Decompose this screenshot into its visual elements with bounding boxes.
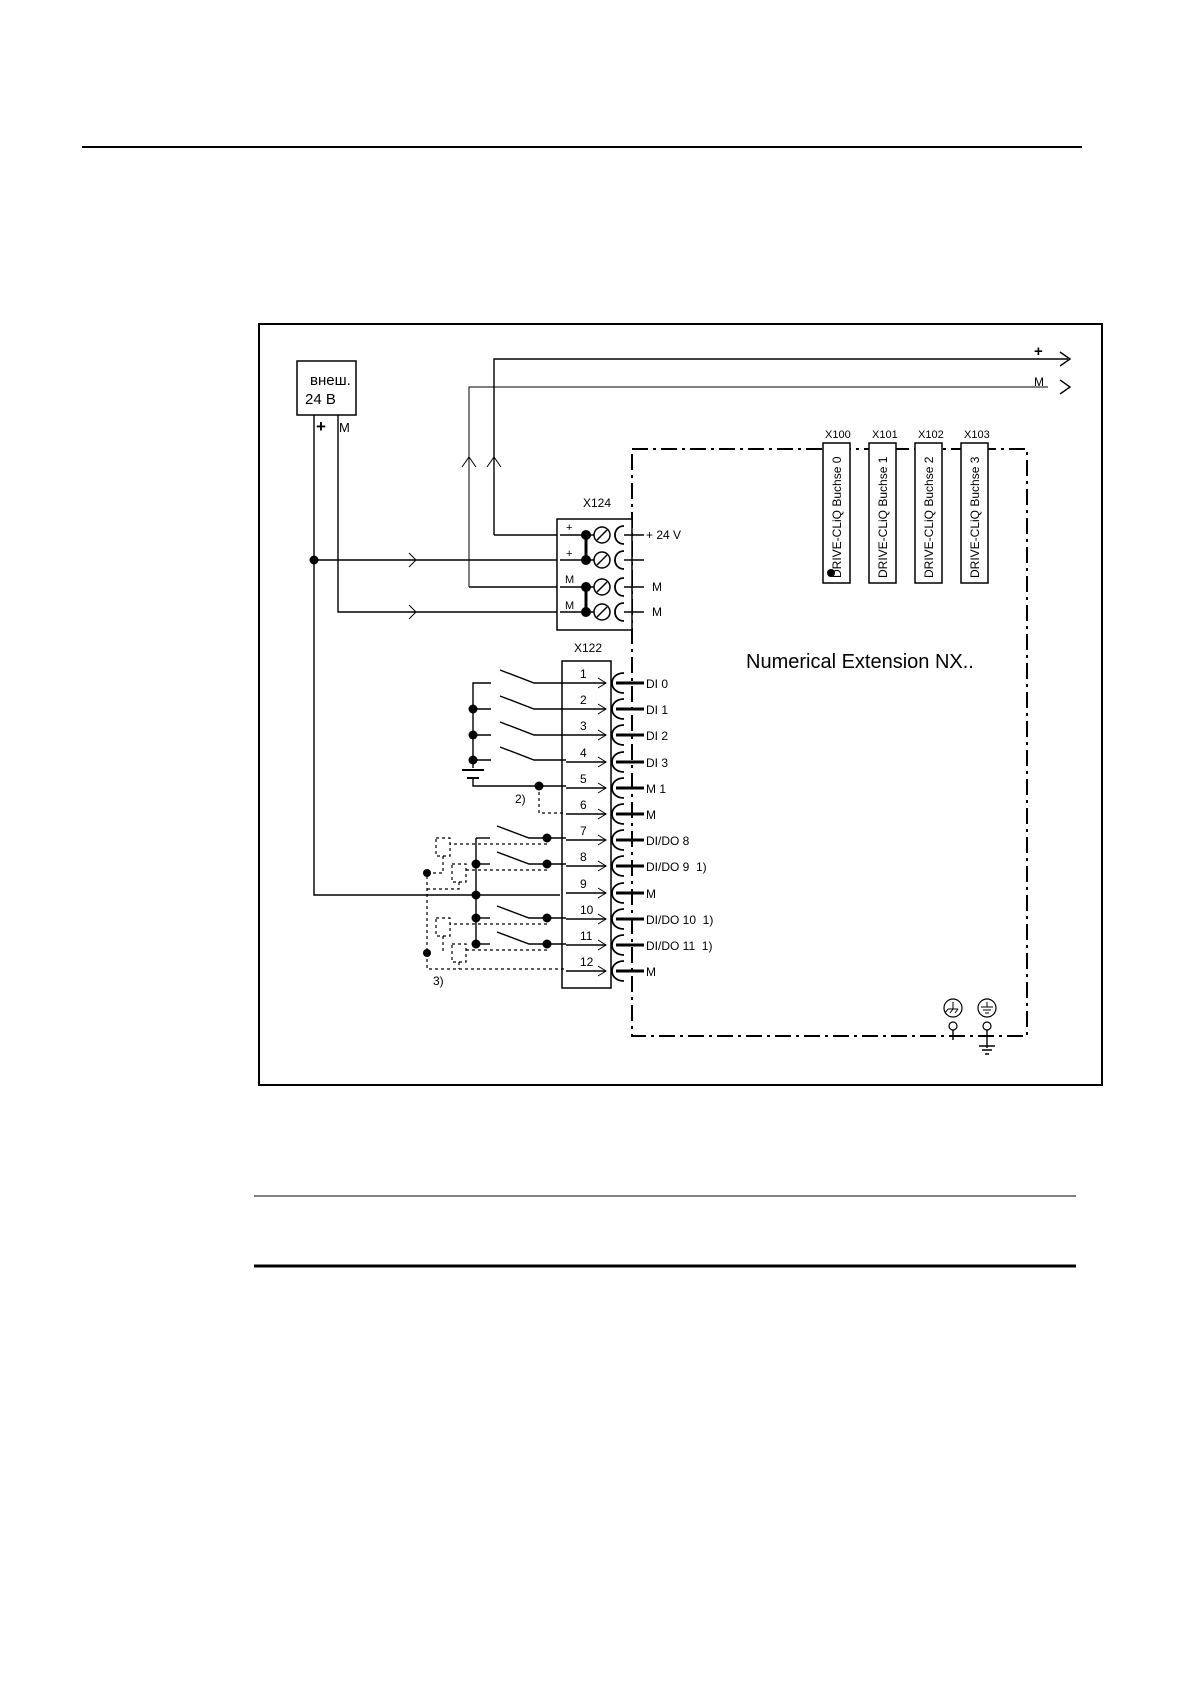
x122-pin-number: 1 (580, 667, 587, 681)
x122-pin-number: 10 (580, 903, 594, 917)
x122-pin-number: 7 (580, 824, 587, 838)
x122-pin-number: 9 (580, 877, 587, 891)
x124-connector: X124 + + M M + 24 V M M (557, 496, 681, 630)
x124-signal-24v: + 24 V (646, 528, 681, 542)
x101-socket-text: DRIVE-CLiQ Buchse 1 (876, 456, 890, 578)
x122-pin-number: 11 (580, 929, 593, 943)
supply-wires (310, 415, 561, 895)
x124-mark-2: + (566, 548, 572, 560)
x124-label: X124 (583, 496, 611, 510)
module-name: Numerical Extension NX.. (746, 651, 974, 673)
power-supply-label-1: внеш. (310, 372, 351, 389)
external-power-supply: внеш. 24 В + M (297, 361, 356, 436)
x100-label: X100 (825, 429, 851, 441)
x122-pin-signal: M (646, 965, 656, 979)
x124-mark-1: + (566, 522, 572, 534)
ground-symbols (944, 999, 996, 1054)
x103-socket-text: DRIVE-CLiQ Buchse 3 (968, 456, 982, 578)
x102-label: X102 (918, 429, 944, 441)
drive-cliq-sockets: X100 X101 X102 X103 DRIVE-CLiQ Buchse 0 … (823, 429, 990, 583)
functional-earth-icon (944, 999, 962, 1040)
x122-pin-number: 4 (580, 746, 587, 760)
x122-field-wiring: 2) 3 (423, 670, 566, 988)
x122-connector: X122 1 DI 0 2 DI 1 3 DI 2 4 DI 3 5 M 1 6M 7DI/DO 8 8… (562, 641, 713, 988)
x124-signal-m-1: M (652, 580, 662, 594)
x122-pin-signal: DI 2 (646, 729, 668, 743)
x124-mark-4: M (565, 600, 574, 612)
bus-plus-label: + (1034, 343, 1043, 360)
x122-pin-number: 5 (580, 772, 587, 786)
x122-label: X122 (574, 641, 602, 655)
x101-label: X101 (872, 429, 898, 441)
x122-pin-signal: DI 0 (646, 677, 668, 691)
x122-pin-signal: DI 1 (646, 703, 668, 717)
x122-pin-signal: DI/DO 8 (646, 834, 690, 848)
x122-pin-signal: M (646, 887, 656, 901)
x122-pin-signal: M (646, 808, 656, 822)
x122-pin-number: 3 (580, 719, 587, 733)
x102-socket-text: DRIVE-CLiQ Buchse 2 (922, 456, 936, 578)
x122-pin-signal: DI/DO 9 1) (646, 860, 707, 874)
x122-pin-signal: DI 3 (646, 756, 668, 770)
power-supply-plus: + (316, 417, 326, 436)
x122-pin-number: 6 (580, 798, 587, 812)
x103-label: X103 (964, 429, 990, 441)
x122-pin-signal: DI/DO 10 1) (646, 913, 713, 927)
x122-pin-signal: DI/DO 11 1) (646, 939, 712, 953)
x124-mark-3: M (565, 574, 574, 586)
power-supply-minus: M (339, 420, 350, 435)
power-supply-label-2: 24 В (305, 391, 336, 408)
x124-signal-m-2: M (652, 605, 662, 619)
bus-minus-label: M (1034, 375, 1044, 389)
x122-pin-number: 8 (580, 850, 587, 864)
footnote-3: 3) (433, 974, 444, 988)
x122-pin-signal: M 1 (646, 782, 666, 796)
protective-earth-icon (978, 999, 996, 1054)
x122-pin-number: 2 (580, 693, 587, 707)
footnote-2: 2) (515, 792, 526, 806)
x100-socket-text: DRIVE-CLiQ Buchse 0 (830, 456, 844, 578)
x122-pin-number: 12 (580, 955, 594, 969)
